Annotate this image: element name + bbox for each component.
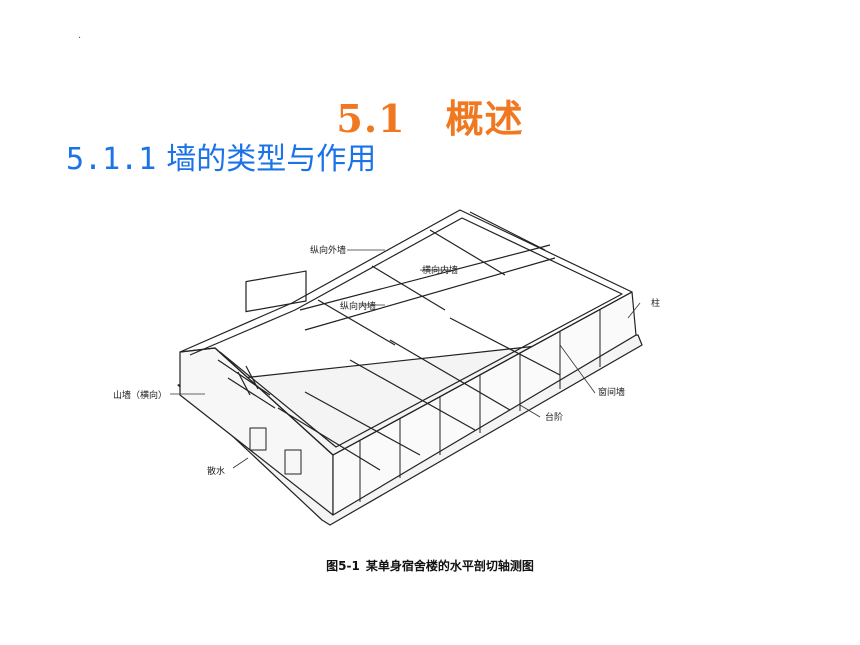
figure-caption: 图5-1 某单身宿舍楼的水平剖切轴测图 [0, 557, 860, 574]
label-steps: 台阶 [545, 411, 563, 423]
gable-window [249, 427, 267, 451]
gable-window [284, 449, 302, 475]
subsection-title: 5.1.1 墙的类型与作用 [66, 134, 376, 178]
figure-caption-text: 某单身宿舍楼的水平剖切轴测图 [365, 559, 534, 573]
section-title: 5.1 概述 [0, 88, 860, 143]
label-column: 柱 [651, 297, 660, 309]
slide-dot: . [78, 30, 82, 41]
label-window-pier-wall: 窗间墙 [598, 386, 625, 398]
subsection-number: 5.1.1 [66, 142, 157, 177]
label-transverse-inner-wall: 横向内墙 [422, 264, 458, 276]
section-title-text: 概述 [445, 96, 524, 141]
label-gable-wall: 山墙（横向） [113, 389, 167, 401]
label-longitudinal-outer-wall: 纵向外墙 [310, 244, 346, 256]
section-number: 5.1 [336, 96, 406, 141]
figure-caption-number: 图5-1 [326, 559, 360, 573]
subsection-title-text: 墙的类型与作用 [166, 142, 377, 177]
label-apron: 散水 [207, 465, 225, 477]
label-longitudinal-inner-wall: 纵向内墙 [340, 300, 376, 312]
